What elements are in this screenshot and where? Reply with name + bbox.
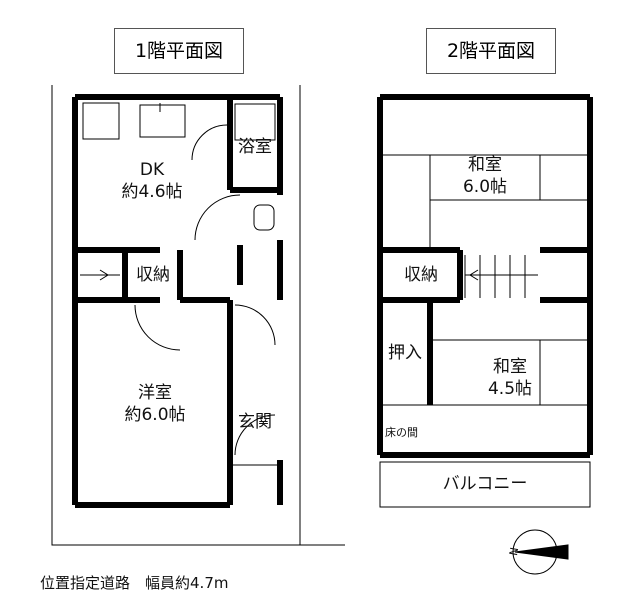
- compass: [512, 529, 569, 575]
- door-swing-toilet: [194, 194, 241, 241]
- road-note: 位置指定道路 幅員約4.7m: [40, 574, 229, 592]
- room-alcove: 床の間: [385, 426, 418, 439]
- room-storage-1f: 収納: [136, 265, 170, 285]
- bathtub: [234, 103, 276, 141]
- room-entrance: 玄関: [238, 412, 272, 432]
- compass-needle: [514, 544, 569, 560]
- room-bath: 浴室: [238, 137, 272, 157]
- site-boundary: [51, 85, 345, 546]
- room-western-name: 洋室: [138, 383, 172, 403]
- stair-arrow: [99, 269, 109, 281]
- balcony-frame: [379, 461, 591, 508]
- room-japanese1-name: 和室: [468, 155, 502, 175]
- floor1-details: [80, 102, 280, 466]
- stair-arrow-2f: [469, 269, 479, 281]
- door-swing-western: [134, 304, 181, 351]
- room-dk-size: 約4.6帖: [121, 182, 183, 202]
- floor1-title: 1階平面図: [114, 28, 244, 74]
- room-balcony: バルコニー: [442, 474, 528, 494]
- door-swing-entrance: [234, 414, 276, 456]
- room-closet: 押入: [388, 343, 422, 363]
- floor2-title: 2階平面図: [426, 28, 556, 74]
- floor2-details: [379, 154, 591, 508]
- room-dk-name: DK: [139, 160, 165, 180]
- floor2-walls: [377, 94, 593, 458]
- door-swing-hall: [234, 304, 276, 346]
- stove: [82, 102, 120, 140]
- room-japanese2-size: 4.5帖: [487, 379, 533, 399]
- toilet: [253, 204, 275, 231]
- floor1-walls: [72, 94, 283, 508]
- door-swing-bath: [191, 124, 228, 161]
- sink: [139, 104, 186, 138]
- room-western-size: 約6.0帖: [124, 405, 186, 425]
- room-storage-2f: 収納: [404, 265, 438, 285]
- room-japanese2-name: 和室: [493, 357, 527, 377]
- room-japanese1-size: 6.0帖: [462, 177, 508, 197]
